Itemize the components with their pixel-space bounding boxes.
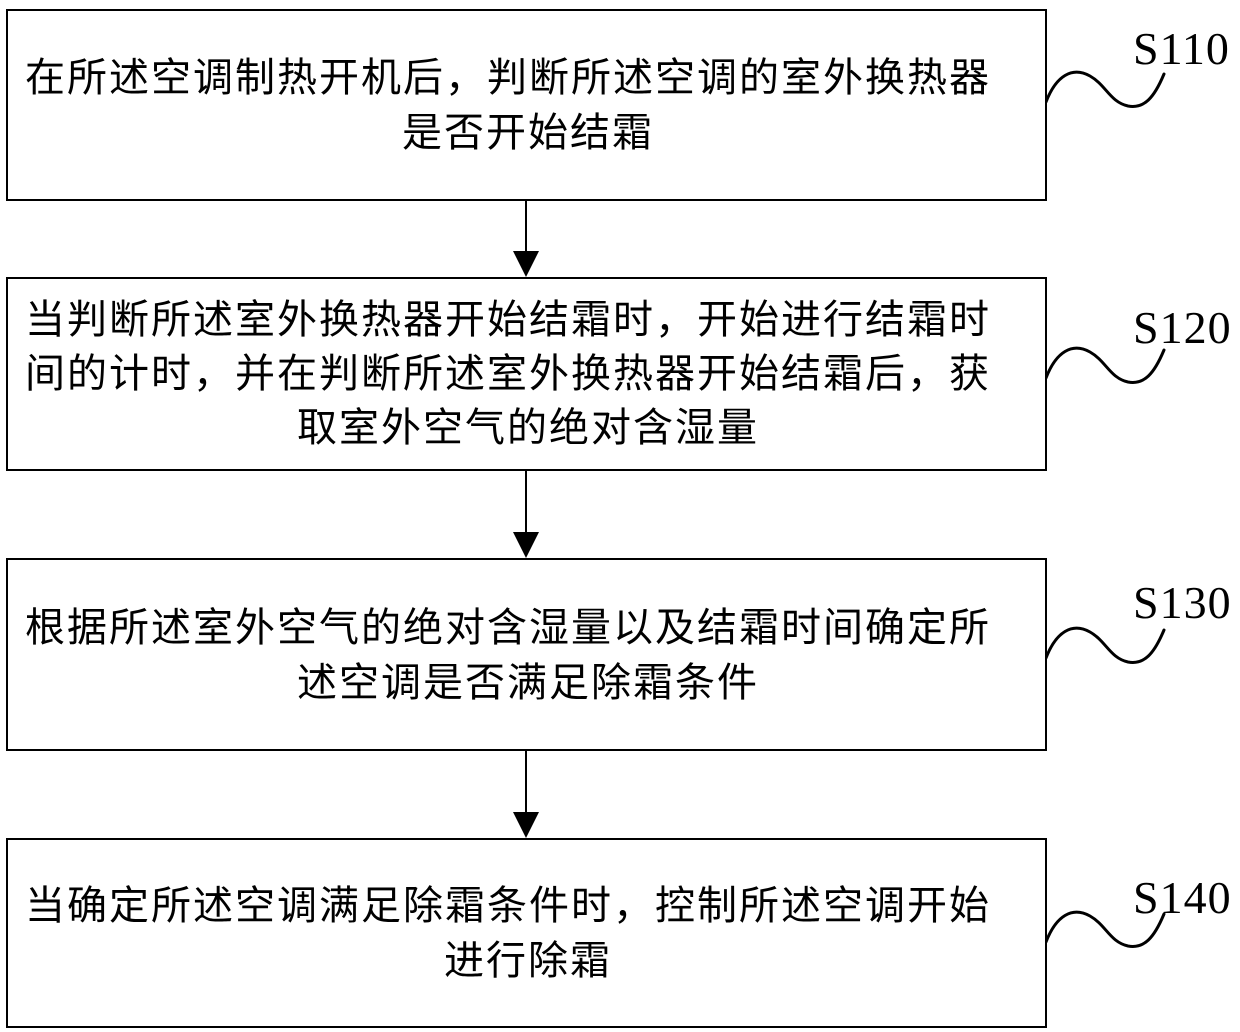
step-label-s110: S110	[1133, 23, 1230, 74]
step-text-line: 述空调是否满足除霜条件	[297, 659, 759, 705]
down-arrow	[512, 751, 539, 838]
step-text-line: 是否开始结霜	[402, 110, 654, 155]
down-arrow	[512, 201, 539, 277]
down-arrow	[512, 471, 539, 558]
step-text-line: 进行除霜	[444, 938, 612, 983]
arrow-head-icon	[512, 812, 539, 838]
step-label-s130: S130	[1133, 577, 1232, 628]
step-box-s120: 当判断所述室外换热器开始结霜时，开始进行结霜时 间的计时，并在判断所述室外换热器…	[6, 277, 1047, 471]
tilde-connector	[1046, 626, 1166, 664]
step-label-s120: S120	[1133, 302, 1232, 353]
tilde-connector	[1046, 910, 1166, 948]
step-box-s110: 在所述空调制热开机后，判断所述空调的室外换热器 是否开始结霜	[6, 9, 1047, 201]
step-text-line: 当确定所述空调满足除霜条件时，控制所述空调开始	[25, 883, 991, 928]
arrow-head-icon	[512, 532, 539, 558]
step-text-line: 根据所述室外空气的绝对含湿量以及结霜时间确定所	[25, 604, 991, 650]
arrow-head-icon	[512, 251, 539, 277]
step-label-s140: S140	[1133, 872, 1232, 923]
arrow-shaft	[524, 471, 527, 532]
step-text-line: 取室外空气的绝对含湿量	[297, 405, 759, 450]
step-text-line: 当判断所述室外换热器开始结霜时，开始进行结霜时	[25, 297, 991, 342]
tilde-connector	[1046, 70, 1166, 108]
tilde-connector	[1046, 346, 1166, 384]
step-text-line: 间的计时，并在判断所述室外换热器开始结霜后，获	[25, 351, 991, 396]
step-box-s130: 根据所述室外空气的绝对含湿量以及结霜时间确定所 述空调是否满足除霜条件	[6, 558, 1047, 751]
step-box-s140: 当确定所述空调满足除霜条件时，控制所述空调开始 进行除霜	[6, 838, 1047, 1028]
step-text-line: 在所述空调制热开机后，判断所述空调的室外换热器	[25, 55, 991, 100]
arrow-shaft	[524, 201, 527, 251]
arrow-shaft	[524, 751, 527, 812]
